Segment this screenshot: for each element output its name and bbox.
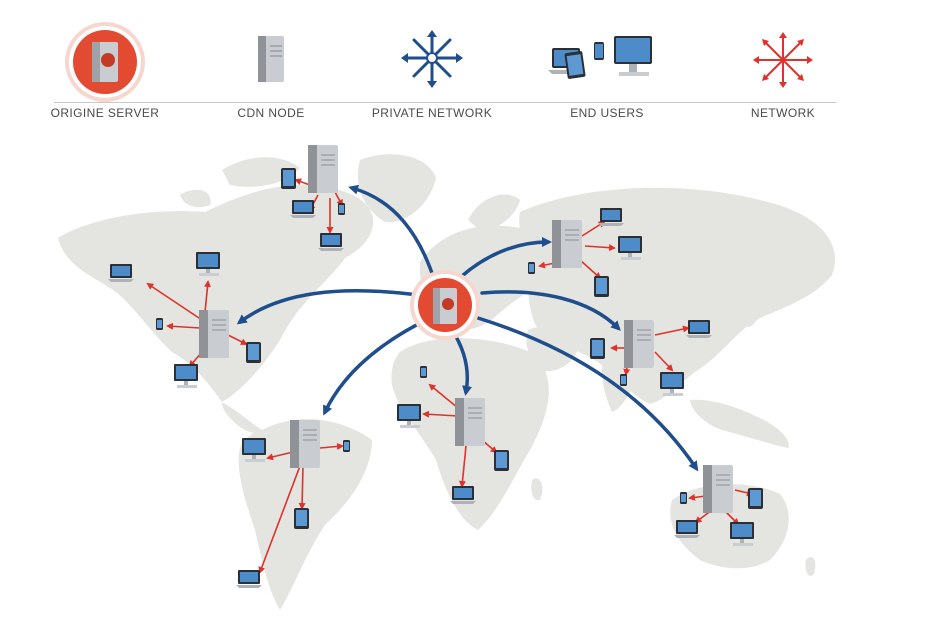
device-laptop (598, 208, 624, 226)
link-north-america (236, 288, 420, 325)
north-america (58, 184, 374, 402)
device-phone (343, 440, 350, 452)
uk (432, 247, 449, 263)
device-tablet (494, 450, 509, 471)
central-america (222, 402, 262, 433)
legend-item-network: NETWORK (698, 22, 868, 120)
device-phone (680, 492, 687, 504)
legend-label-end-users: END USERS (570, 106, 644, 120)
end-user-links (146, 178, 754, 574)
device-tablet (246, 342, 261, 363)
origin-server (410, 270, 480, 340)
legend-item-origin-server: ORIGINE SERVER (20, 22, 190, 120)
device-laptop (674, 520, 700, 538)
southeast-asia (690, 399, 789, 448)
device-laptop (236, 570, 262, 588)
cdn-node-north-america (198, 309, 230, 359)
device-phone (156, 318, 163, 330)
private-network-links (236, 184, 699, 472)
legend-label-cdn-node: CDN NODE (237, 106, 305, 120)
legend-item-cdn-node: CDN NODE (186, 22, 356, 120)
device-tablet (590, 338, 605, 359)
device-laptop (108, 264, 134, 282)
link-east-asia (480, 290, 621, 331)
device-tablet (594, 276, 609, 297)
link-south-america (323, 316, 432, 416)
cdn-node-oceania (702, 464, 734, 514)
link-europe-russia (460, 237, 552, 278)
cdn-node-north-canada (307, 144, 339, 194)
legend-item-end-users: END USERS (522, 22, 692, 120)
legend-label-private-network: PRIVATE NETWORK (371, 106, 493, 120)
japan (745, 285, 767, 327)
link-oceania (476, 316, 699, 472)
device-phone (420, 366, 427, 378)
device-laptop (686, 320, 712, 338)
device-phone (338, 203, 345, 215)
device-laptop (450, 486, 476, 504)
cdn-node-east-asia (623, 319, 655, 369)
device-phone (620, 374, 627, 386)
cdn-node-south-america (289, 419, 321, 469)
end-users-icon (548, 36, 652, 79)
legend-divider (54, 102, 836, 103)
new-zealand (805, 556, 816, 576)
device-tablet (294, 508, 309, 529)
continents (58, 154, 836, 610)
network-icon (753, 32, 813, 88)
legend-item-private-network: PRIVATE NETWORK (347, 22, 517, 120)
cdn-node-africa (454, 397, 486, 447)
cdn-node-europe (551, 219, 583, 269)
cdn-node-icon (258, 36, 284, 82)
device-phone (528, 262, 535, 274)
device-tablet (281, 168, 296, 189)
device-desktop (174, 364, 198, 388)
world-map (58, 144, 836, 610)
link-north-america-north (348, 184, 437, 284)
device-tablet (748, 488, 763, 509)
scandinavia (468, 194, 520, 232)
device-laptop (318, 233, 344, 251)
device-laptop (290, 200, 316, 218)
greenland (357, 154, 436, 223)
arctic-islands (180, 157, 300, 208)
legend: ORIGINE SERVER CDN NODE (0, 0, 951, 130)
private-network-icon (401, 30, 463, 88)
madagascar (531, 478, 543, 501)
origin-server-icon (65, 22, 145, 102)
legend-label-network: NETWORK (750, 106, 816, 120)
legend-label-origin-server: ORIGINE SERVER (50, 106, 160, 120)
